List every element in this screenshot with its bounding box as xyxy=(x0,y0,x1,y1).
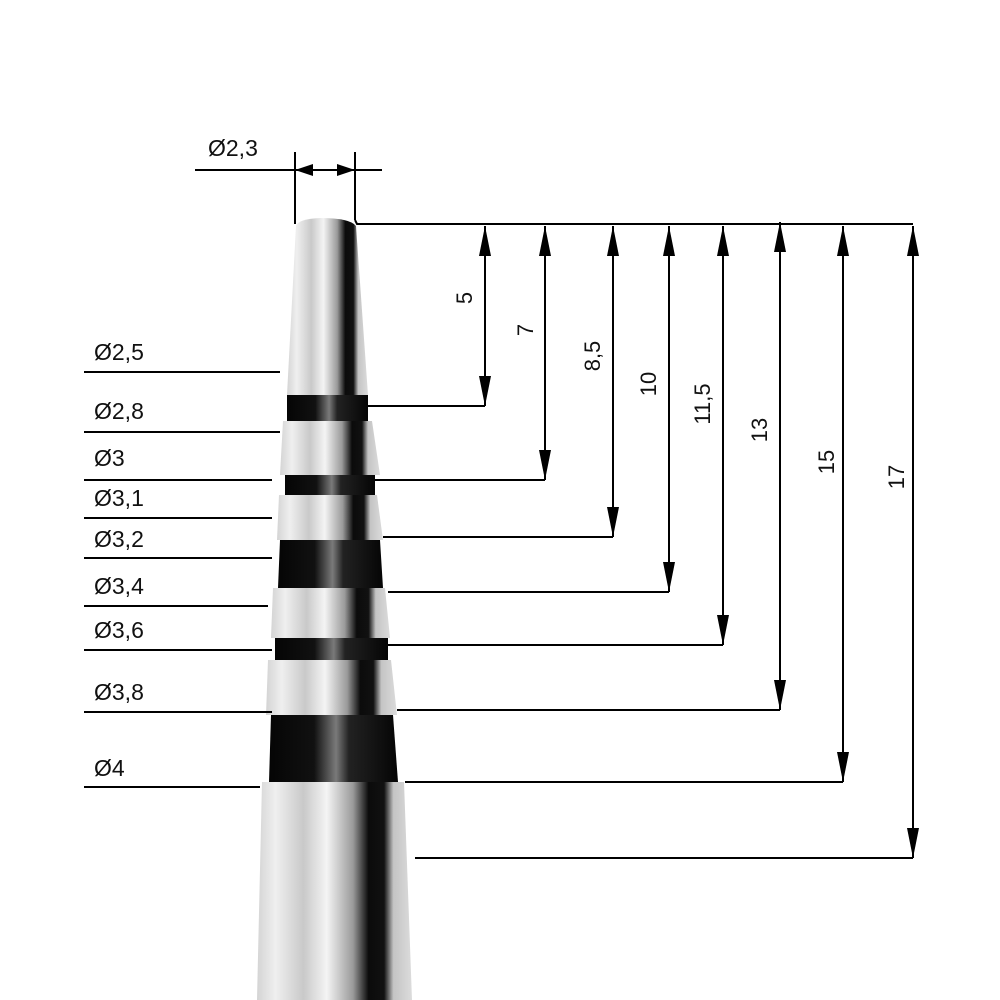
diameter-label: Ø2,5 xyxy=(94,339,144,365)
drill-shank xyxy=(257,782,412,1000)
drill-silver-segment xyxy=(280,421,380,475)
depth-band-black xyxy=(275,638,388,660)
depth-band-black xyxy=(287,395,368,421)
length-label: 5 xyxy=(452,292,477,304)
diameter-label: Ø3,6 xyxy=(94,617,144,643)
diameter-labels: Ø2,5 Ø2,8 Ø3 Ø3,1 Ø3,2 Ø3,4 Ø3,6 Ø3,8 xyxy=(84,339,280,788)
diameter-label: Ø3,4 xyxy=(94,573,144,599)
diameter-label: Ø3,8 xyxy=(94,679,144,705)
length-dimension: 17 xyxy=(415,226,919,859)
arrowhead-icon xyxy=(295,164,313,176)
diameter-label: Ø3,1 xyxy=(94,485,144,511)
length-dimension: 15 xyxy=(405,226,849,783)
drill-silver-segment xyxy=(266,660,397,715)
length-label: 13 xyxy=(747,418,772,442)
length-dimension: 11,5 xyxy=(388,226,729,646)
top-diameter-label: Ø2,3 xyxy=(208,135,258,161)
top-diameter-dimension: Ø2,3 xyxy=(195,135,382,224)
length-label: 17 xyxy=(884,465,909,489)
drill-body xyxy=(257,218,412,1000)
diameter-label-row: Ø4 xyxy=(84,755,260,788)
length-label: 10 xyxy=(636,372,661,396)
diameter-label-row: Ø2,8 xyxy=(84,398,280,433)
drill-silver-segment xyxy=(271,588,390,638)
diameter-label: Ø3,2 xyxy=(94,526,144,552)
arrowhead-icon xyxy=(337,164,355,176)
length-label: 8,5 xyxy=(580,341,605,372)
diameter-label-row: Ø3 xyxy=(84,445,272,481)
diameter-label-row: Ø3,6 xyxy=(84,617,272,651)
diameter-label-row: Ø3,4 xyxy=(84,573,268,607)
diameter-label-row: Ø3,1 xyxy=(84,485,272,519)
diameter-label-row: Ø3,8 xyxy=(84,679,272,713)
diameter-label: Ø4 xyxy=(94,755,125,781)
diameter-label-row: Ø2,5 xyxy=(84,339,280,373)
depth-band-black xyxy=(278,540,383,588)
drill-silver-segment xyxy=(277,495,383,540)
length-label: 15 xyxy=(814,450,839,474)
length-dimensions: 5 7 8,5 10 xyxy=(354,219,919,859)
top-reference-line xyxy=(354,219,913,225)
drill-tip-segment xyxy=(287,218,368,395)
diameter-label: Ø2,8 xyxy=(94,398,144,424)
length-label: 11,5 xyxy=(690,383,715,424)
diameter-label-row: Ø3,2 xyxy=(84,526,272,559)
depth-band-black xyxy=(285,475,375,495)
depth-band-black xyxy=(269,715,398,782)
length-dimension: 10 xyxy=(388,226,675,593)
length-dimension: 8,5 xyxy=(383,226,619,538)
length-dimension: 13 xyxy=(397,222,786,711)
length-dimension: 5 xyxy=(368,226,491,407)
length-label: 7 xyxy=(513,324,538,336)
length-dimension: 7 xyxy=(375,226,551,481)
diameter-label: Ø3 xyxy=(94,445,125,471)
